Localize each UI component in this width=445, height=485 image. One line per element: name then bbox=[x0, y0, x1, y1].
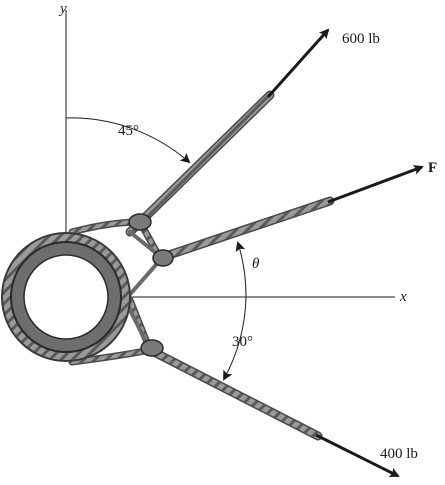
arc-30 bbox=[223, 296, 247, 381]
knots bbox=[128, 213, 174, 357]
label-30-deg: 30° bbox=[232, 334, 253, 350]
post bbox=[1, 232, 131, 362]
label-600-lb: 600 lb bbox=[342, 31, 380, 47]
arc-theta bbox=[235, 241, 247, 298]
knot-middle bbox=[152, 249, 174, 267]
label-theta: θ bbox=[252, 256, 260, 272]
labels: 600 lb F 400 lb 45° θ 30° bbox=[118, 31, 437, 462]
arrow-600 bbox=[266, 28, 330, 99]
angle-arcs bbox=[65, 117, 247, 381]
label-F: F bbox=[428, 160, 437, 176]
arrow-400 bbox=[315, 433, 400, 478]
force-arrows bbox=[266, 28, 424, 478]
y-axis-label: y bbox=[58, 1, 67, 17]
arc-45 bbox=[65, 117, 191, 164]
label-400-lb: 400 lb bbox=[380, 446, 418, 462]
knot-upper bbox=[128, 213, 152, 231]
arrow-F bbox=[327, 165, 424, 204]
x-axis-label: x bbox=[399, 289, 407, 305]
label-45-deg: 45° bbox=[118, 123, 139, 139]
knot-lower bbox=[140, 339, 164, 357]
post-inner bbox=[23, 254, 109, 340]
rope-cross bbox=[122, 230, 165, 352]
